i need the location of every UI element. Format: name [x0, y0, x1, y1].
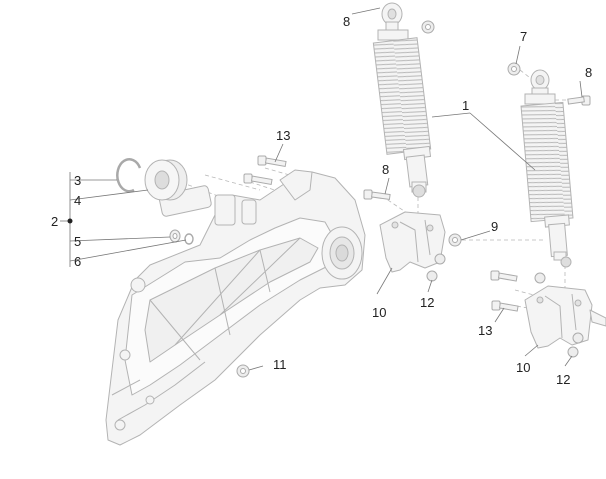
callout-10-left: 10: [372, 305, 386, 320]
callout-8-right: 8: [585, 65, 592, 80]
bracket-dot: [67, 218, 73, 224]
bolt-8-right: [567, 95, 591, 106]
callout-8-top: 8: [343, 14, 350, 29]
ring-6: [184, 233, 194, 245]
callout-13-upper: 13: [276, 128, 290, 143]
nut-top: [421, 20, 435, 34]
callout-9: 9: [491, 219, 498, 234]
callout-labels: 1 2 3 4 5 6 7 8 8 8 9 10 10 11 12 12 13 …: [51, 14, 592, 387]
washer-5: [169, 229, 181, 243]
callout-6: 6: [74, 254, 81, 269]
nut-7: [507, 62, 521, 76]
callout-11: 11: [273, 357, 287, 372]
nut-11: [236, 364, 250, 378]
bearing: [144, 159, 188, 201]
shock-absorber-right: [520, 69, 574, 268]
callout-5: 5: [74, 234, 81, 249]
nut-12-right: [567, 332, 584, 358]
callout-3: 3: [74, 173, 81, 188]
callout-4: 4: [74, 193, 81, 208]
callout-10-right: 10: [516, 360, 530, 375]
bolt-13-right-upper: [490, 270, 518, 282]
callout-12-right: 12: [556, 372, 570, 387]
bolt-8-middle: [363, 189, 391, 201]
callout-8-middle: 8: [382, 162, 389, 177]
washer-9: [448, 233, 462, 247]
bolt-13-right-lower: [491, 300, 519, 312]
bracket-10-right: [524, 285, 606, 349]
shock-absorber-left: [372, 2, 432, 198]
callout-7: 7: [520, 29, 527, 44]
callout-2: 2: [51, 214, 58, 229]
bracket-10-left: [379, 211, 446, 273]
bolt-13-lower: [243, 173, 273, 186]
swing-arm: [105, 169, 366, 446]
callout-1: 1: [462, 98, 469, 113]
callout-13-right: 13: [478, 323, 492, 338]
bolt-13-upper: [257, 155, 287, 168]
washer-9-right: [534, 272, 546, 284]
circlip: [116, 158, 142, 193]
nut-12-left: [426, 253, 446, 282]
callout-12-left: 12: [420, 295, 434, 310]
